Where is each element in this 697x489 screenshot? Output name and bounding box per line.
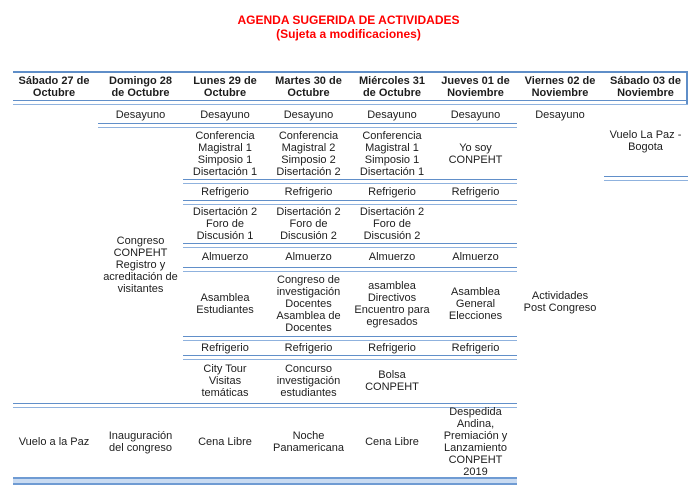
cell-thu01-breakfast: Desayuno	[450, 108, 501, 121]
cell-tue30-snack1: Refrigerio	[284, 186, 333, 198]
cell-wed31-lunch: Almuerzo	[368, 251, 416, 263]
cell-mon29-afternoon: Asamblea Estudiantes	[196, 291, 254, 316]
header-tue30: Martes 30 de Octubre	[275, 75, 342, 99]
cell-tue30-midmorning: Disertación 2 Foro de Discusión 2	[276, 205, 341, 242]
title-line2: (Sujeta a modificaciones)	[276, 27, 421, 41]
cell-sun28-opening: Inauguración del congreso	[108, 430, 173, 454]
cell-wed31-snack1: Refrigerio	[368, 186, 416, 198]
cell-thu01-afternoon: Asamblea General Elecciones	[448, 285, 503, 322]
cell-wed31-afternoon: asamblea Directivos Encuentro para egres…	[354, 279, 430, 328]
cell-tue30-breakfast: Desayuno	[283, 108, 334, 121]
cell-mon29-snack2: Refrigerio	[201, 341, 249, 354]
table-bottom-border	[13, 477, 517, 485]
row-separator-morning	[183, 179, 517, 184]
cell-thu01-evening: Despedida Andina, Premiación y Lanzamien…	[443, 406, 508, 478]
cell-wed31-midmorning: Disertación 2 Foro de Discusión 2	[359, 205, 425, 242]
cell-wed31-morning: Conferencia Magistral 1 Simposio 1 Diser…	[359, 129, 425, 178]
row-separator-midmorning	[183, 243, 517, 248]
cell-mon29-late: City Tour Visitas temáticas	[201, 363, 249, 399]
cell-tue30-lunch: Almuerzo	[285, 251, 332, 263]
cell-mon29-snack1: Refrigerio	[201, 186, 249, 198]
document-title: AGENDA SUGERIDA DE ACTIVIDADES (Sujeta a…	[0, 13, 697, 41]
sat03-flight-bottom-border	[604, 176, 688, 181]
row-separator-afternoon	[183, 336, 517, 341]
header-sat27: Sábado 27 de Octubre	[18, 75, 90, 99]
cell-wed31-late: Bolsa CONPEHT	[365, 369, 419, 393]
cell-mon29-midmorning: Disertación 2 Foro de Discusión 1	[192, 205, 258, 242]
row-separator-snack2	[183, 355, 517, 360]
header-fri02: Viernes 02 de Noviembre	[524, 75, 596, 99]
cell-fri02-breakfast: Desayuno	[535, 108, 585, 121]
cell-mon29-morning: Conferencia Magistral 1 Simposio 1 Diser…	[192, 129, 258, 178]
row-separator-late	[13, 403, 517, 408]
row-separator-lunch	[183, 267, 517, 272]
cell-sat03-flight: Vuelo La Paz - Bogota	[609, 128, 682, 153]
cell-tue30-late: Concurso investigación estudiantes	[276, 363, 341, 399]
header-wed31: Miércoles 31 de Octubre	[358, 75, 426, 99]
cell-sun28-breakfast: Desayuno	[115, 108, 166, 121]
cell-tue30-evening: Noche Panamericana	[273, 430, 344, 454]
header-sat03: Sábado 03 de Noviembre	[610, 75, 681, 99]
header-mon29: Lunes 29 de Octubre	[193, 75, 257, 99]
row-separator-snack1	[183, 200, 517, 205]
header-thu01: Jueves 01 de Noviembre	[441, 75, 510, 99]
cell-mon29-breakfast: Desayuno	[200, 108, 250, 121]
cell-thu01-morning: Yo soy CONPEHT	[448, 141, 503, 166]
cell-sat27-flight: Vuelo a la Paz	[18, 436, 90, 448]
cell-mon29-evening: Cena Libre	[198, 436, 252, 448]
header-sun28: Domingo 28 de Octubre	[109, 75, 172, 99]
table-top-border	[13, 71, 688, 73]
header-underline	[13, 100, 688, 105]
title-line1: AGENDA SUGERIDA DE ACTIVIDADES	[237, 13, 460, 27]
cell-tue30-snack2: Refrigerio	[284, 341, 333, 354]
cell-fri02-post-congress: Actividades Post Congreso	[523, 290, 597, 314]
cell-thu01-snack2: Refrigerio	[451, 341, 500, 354]
row-separator-breakfast	[98, 123, 517, 128]
cell-thu01-snack1: Refrigerio	[451, 186, 500, 198]
cell-sun28-congress: Congreso CONPEHT Registro y acreditación…	[103, 235, 178, 295]
cell-tue30-morning: Conferencia Magistral 2 Simposio 2 Diser…	[276, 129, 341, 178]
cell-wed31-breakfast: Desayuno	[367, 108, 417, 121]
header-right-border	[686, 71, 688, 105]
cell-wed31-snack2: Refrigerio	[368, 341, 416, 354]
cell-tue30-afternoon: Congreso de investigación Docentes Asamb…	[276, 273, 341, 334]
cell-thu01-lunch: Almuerzo	[452, 251, 499, 263]
cell-wed31-evening: Cena Libre	[365, 436, 419, 448]
cell-mon29-lunch: Almuerzo	[201, 251, 249, 263]
